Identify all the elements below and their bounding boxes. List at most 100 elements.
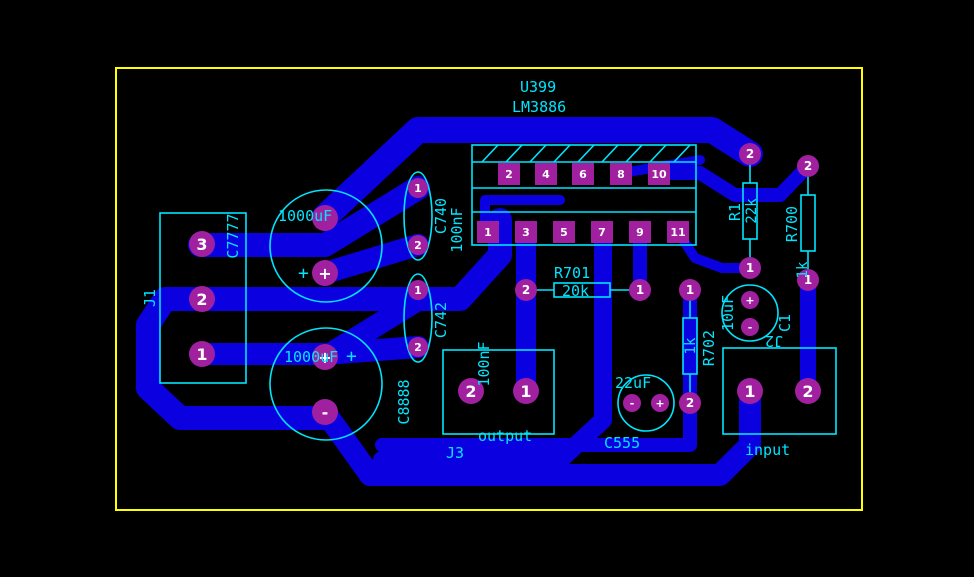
ic-pin-label: 2	[505, 168, 513, 181]
r702-value-label: 1k	[683, 337, 699, 354]
trace-ground-main	[188, 208, 512, 311]
ic-pin-label: 7	[598, 226, 606, 239]
c740-outline	[403, 171, 433, 261]
r702-pin-label: 1	[686, 283, 694, 297]
c742-pads: 1 2	[408, 280, 428, 357]
r702-pin-label: 2	[686, 396, 694, 410]
silk-labels: U399 LM3886 J1 1000uF + C7777 1000uF + C…	[141, 78, 811, 462]
j1-outline	[159, 212, 247, 384]
c1-pads: + -	[741, 291, 759, 336]
r700-value-label: 1k	[795, 261, 811, 278]
ic-pin-label: 11	[670, 226, 685, 239]
r1-pads: 2 1	[739, 143, 761, 279]
r701-value-label: 20k	[562, 282, 589, 300]
ic-pin-label: 1	[484, 226, 492, 239]
c8888-minus-pad-label: -	[322, 403, 329, 422]
c740-pin-label: 1	[414, 182, 422, 195]
r1-pin-label: 1	[746, 261, 754, 275]
ic-pin-label: 4	[542, 168, 550, 181]
j2-pin-label: 1	[744, 382, 755, 401]
c7777-plus-pad-label: +	[318, 264, 331, 283]
r1-ref-label: R1	[726, 203, 744, 221]
c1-plus-pad-label: +	[745, 294, 754, 307]
ic-pin-label: 8	[617, 168, 625, 181]
board-outline	[115, 67, 863, 511]
trace-c7777-pos	[314, 234, 429, 284]
c8888-ref-label: C8888	[395, 379, 413, 424]
j1-ref-label: J1	[141, 289, 159, 307]
j2-input-label: input	[745, 441, 790, 459]
r701-ref-label: R701	[554, 264, 590, 282]
c740-value-label: 100nF	[448, 207, 466, 252]
r700-pads: 2 1	[797, 155, 819, 291]
r700-ref-label: R700	[783, 206, 801, 242]
c740-pads: 1 2	[408, 178, 428, 255]
ic-top-pads: 2 4 6 8 10	[498, 163, 670, 185]
j2-pads: 1 2	[737, 378, 821, 404]
j3-pin-label: 1	[520, 382, 531, 401]
trace-vplus-rail	[312, 117, 763, 230]
c742-pin-label: 2	[414, 341, 422, 354]
c8888-plus-mark: +	[346, 346, 357, 367]
silkscreen	[159, 144, 837, 441]
j1-pads: 3 2 1	[189, 231, 215, 367]
r700-pin-label: 2	[804, 159, 812, 173]
ic-pin-label: 6	[579, 168, 587, 181]
c742-ref-label: C742	[432, 302, 450, 338]
ic-pin-label: 10	[651, 168, 667, 181]
r702-ref-label: R702	[700, 330, 718, 366]
c1-minus-pad-label: -	[748, 321, 753, 334]
r700-pin-label: 1	[804, 273, 812, 287]
j3-pin-label: 2	[465, 382, 476, 401]
c742-pin-label: 1	[414, 284, 422, 297]
c1-value-label: 10uF	[719, 295, 737, 331]
c7777-outline	[269, 189, 383, 303]
j2-ref-label: J2	[765, 332, 783, 350]
j2-outline	[722, 347, 837, 435]
trace-vminus-rail	[314, 379, 761, 486]
c7777-plus-mark: +	[298, 263, 309, 284]
j3-output-label: output	[478, 427, 532, 445]
ic-pin-label: 9	[636, 226, 644, 239]
r700-body	[800, 194, 816, 252]
c555-minus-pad-label: -	[630, 397, 635, 410]
c555-value-label: 22uF	[615, 374, 651, 392]
ic-value-label: LM3886	[512, 98, 566, 116]
r701-pin-label: 1	[636, 283, 644, 297]
r1-value-label: 22k	[744, 198, 760, 224]
trace-c7777-neg	[188, 176, 430, 257]
ic-pin-label: 5	[560, 226, 568, 239]
r701-pin-label: 2	[522, 283, 530, 297]
c1-ref-label: C1	[776, 314, 794, 332]
j1-pin-label: 1	[196, 345, 207, 364]
c555-pads: - +	[623, 394, 669, 412]
c8888-pads: + -	[312, 344, 338, 425]
ic-outline	[471, 144, 697, 246]
j3-pads: 2 1	[458, 378, 539, 404]
c7777-value-label: 1000uF	[278, 207, 332, 225]
r701-pads: 2 1	[515, 279, 651, 301]
j3-ref-label: J3	[446, 444, 464, 462]
trace-ic-pin10	[653, 159, 815, 202]
r702-pads: 1 2	[679, 279, 701, 414]
ic-ref-label: U399	[520, 78, 556, 96]
c7777-pads: +	[312, 205, 338, 286]
c555-ref-label: C555	[604, 434, 640, 452]
c7777-ref-label: C7777	[224, 213, 242, 258]
c740-pin-label: 2	[414, 239, 422, 252]
j1-pin-label: 3	[196, 235, 207, 254]
ic-pin-label: 3	[522, 226, 530, 239]
c8888-plus-pad-label: +	[318, 348, 331, 367]
trace-ground-loop	[136, 287, 337, 430]
trace-ground-return	[375, 396, 697, 452]
j3-value-label: 100nF	[475, 341, 493, 386]
c8888-value-label: 1000uF	[284, 348, 338, 366]
c555-outline	[617, 374, 675, 432]
c8888-outline	[269, 327, 383, 441]
ic-hatching	[481, 144, 691, 163]
j1-pin-label: 2	[196, 290, 207, 309]
j2-pin-label: 2	[802, 382, 813, 401]
c740-ref-label: C740	[432, 198, 450, 234]
